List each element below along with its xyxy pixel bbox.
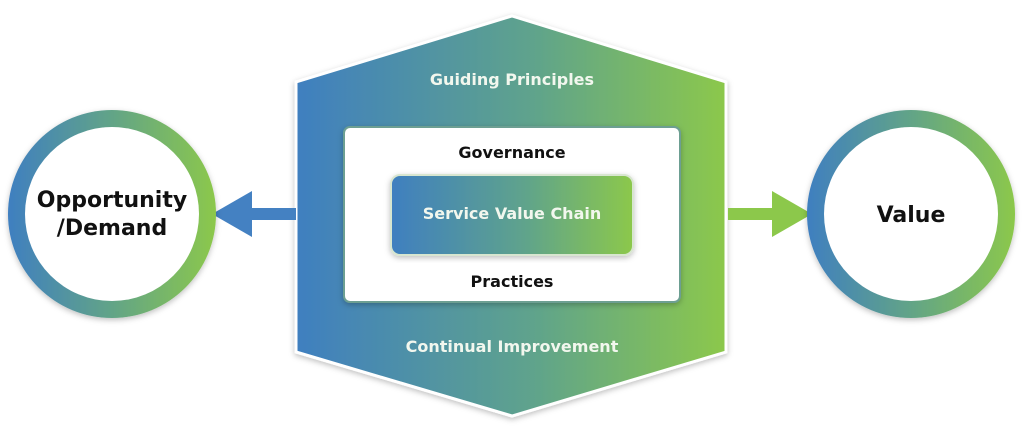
opportunity-label: Opportunity <box>37 188 187 213</box>
opportunity-demand-node: Opportunity /Demand <box>8 110 216 318</box>
service-value-chain-box <box>390 174 634 256</box>
left-arrow <box>212 191 296 237</box>
guiding-principles-label: Guiding Principles <box>430 70 594 89</box>
practices-label: Practices <box>471 272 554 291</box>
continual-improvement-label: Continual Improvement <box>406 337 619 356</box>
service-value-chain-label: Service Value Chain <box>423 204 602 223</box>
demand-label: /Demand <box>57 216 167 241</box>
right-arrow <box>728 191 812 237</box>
governance-label: Governance <box>458 143 565 162</box>
value-node: Value <box>807 110 1015 318</box>
value-label: Value <box>877 203 946 228</box>
